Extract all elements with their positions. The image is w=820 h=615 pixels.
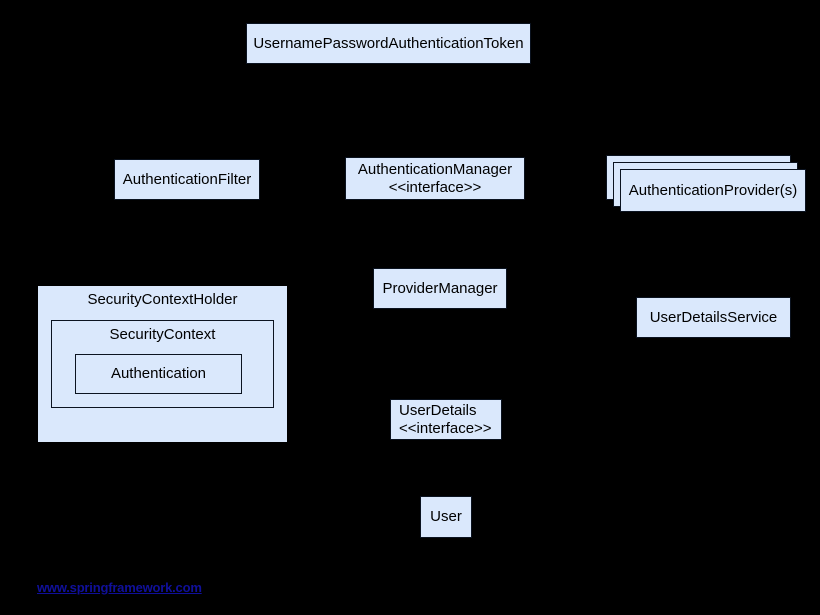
node-security-context-holder[interactable]: SecurityContextHolder SecurityContext Au…: [38, 286, 287, 442]
node-provider-manager[interactable]: ProviderManager: [373, 268, 507, 309]
node-security-context[interactable]: SecurityContext Authentication: [51, 320, 274, 408]
node-user-details[interactable]: UserDetails <<interface>>: [390, 399, 502, 440]
node-username-password-authentication-token[interactable]: UsernamePasswordAuthenticationToken: [246, 23, 531, 64]
node-authentication[interactable]: Authentication: [75, 354, 242, 394]
node-authentication-filter[interactable]: AuthenticationFilter: [114, 159, 260, 200]
node-authentication-manager[interactable]: AuthenticationManager <<interface>>: [345, 157, 525, 200]
node-security-context-holder-label: SecurityContextHolder: [87, 291, 238, 308]
node-authentication-providers-stack[interactable]: AuthenticationProvider(s): [606, 155, 806, 217]
node-authentication-providers[interactable]: AuthenticationProvider(s): [620, 169, 806, 212]
node-user-details-service[interactable]: UserDetailsService: [636, 297, 791, 338]
node-user[interactable]: User: [420, 496, 472, 538]
footer-source-link[interactable]: www.springframework.com: [37, 580, 202, 595]
node-security-context-label: SecurityContext: [109, 326, 216, 343]
